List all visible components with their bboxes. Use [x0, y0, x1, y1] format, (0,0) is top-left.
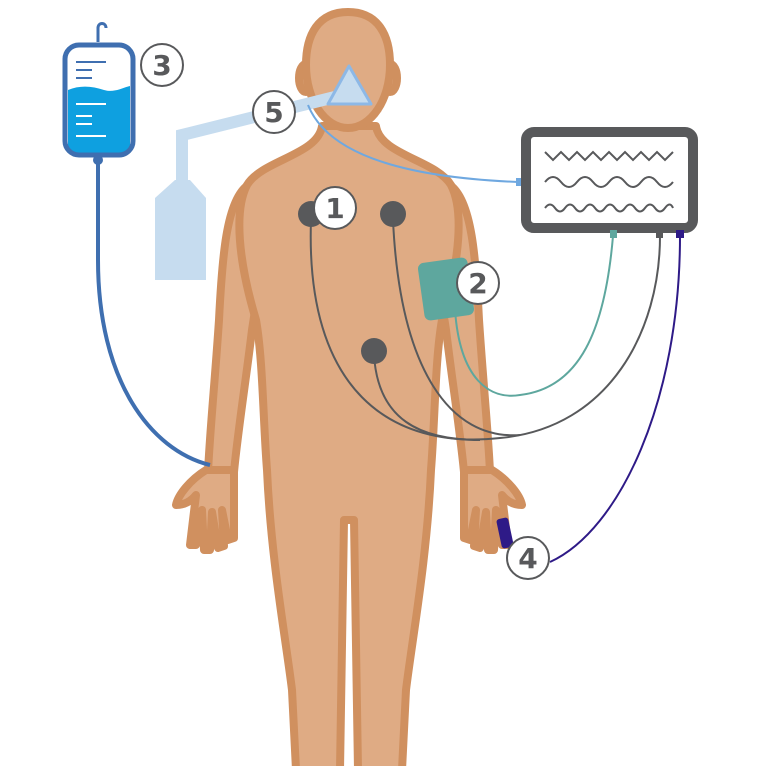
- label-text: 3: [152, 49, 171, 82]
- right-hand: [460, 466, 526, 554]
- iv-tube: [96, 160, 211, 467]
- label-2: 2: [456, 261, 500, 305]
- label-text: 2: [468, 267, 487, 300]
- torso-legs: [235, 122, 463, 766]
- oxygen-mask: [326, 64, 373, 106]
- pulse-oximeter: [496, 517, 514, 549]
- label-1: 1: [313, 186, 357, 230]
- label-3: 3: [140, 43, 184, 87]
- sensor-line: [307, 104, 519, 183]
- iv-bag: [62, 22, 211, 467]
- label-text: 5: [264, 96, 283, 129]
- electrode: [380, 201, 406, 227]
- oxygen-bottle: [155, 180, 206, 280]
- left-hand: [172, 466, 238, 554]
- iv-hook: [96, 22, 108, 42]
- label-5: 5: [252, 90, 296, 134]
- wires: [309, 219, 681, 563]
- electrode: [361, 338, 387, 364]
- pressure-waveform: [544, 176, 674, 188]
- ecg-waveform: [544, 150, 674, 162]
- spo2-waveform: [544, 203, 674, 213]
- label-4: 4: [506, 536, 550, 580]
- label-text: 1: [325, 192, 344, 225]
- label-text: 4: [518, 542, 537, 575]
- vital-signs-monitor: [521, 127, 698, 238]
